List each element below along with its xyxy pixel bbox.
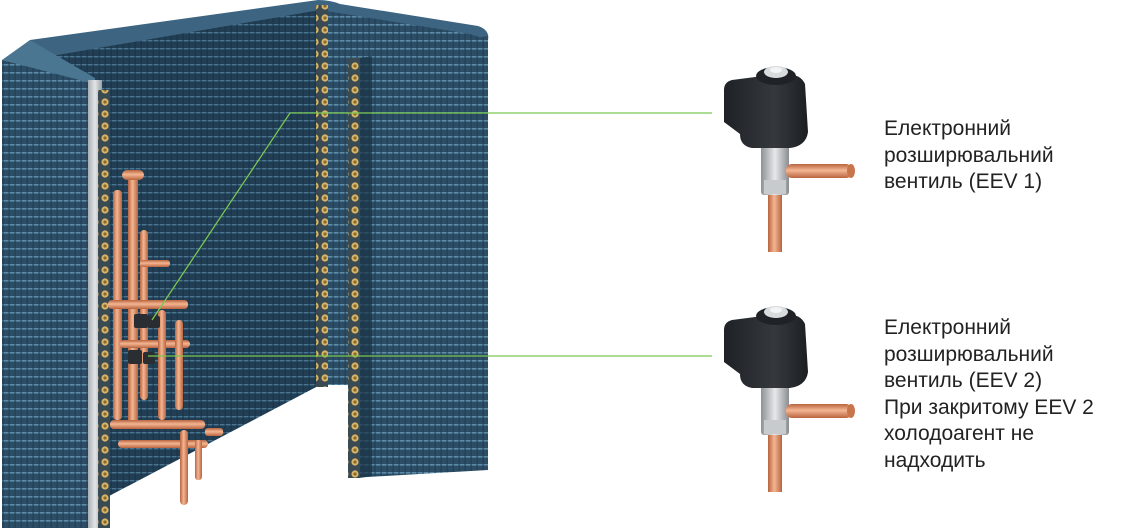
heat-exchanger-coil-icon: [2, 0, 489, 528]
leader-line-eev1: [151, 112, 712, 321]
valve-eev-2-icon: [724, 306, 855, 492]
callout-label-eev2: Електронний розширювальний вентиль (EEV …: [884, 316, 1094, 472]
valve-eev-1-icon: [724, 66, 855, 252]
piping-assembly: [108, 170, 223, 505]
callout-label-eev1: Електронний розширювальний вентиль (EEV …: [884, 117, 1054, 193]
leader-lines: [148, 112, 712, 357]
